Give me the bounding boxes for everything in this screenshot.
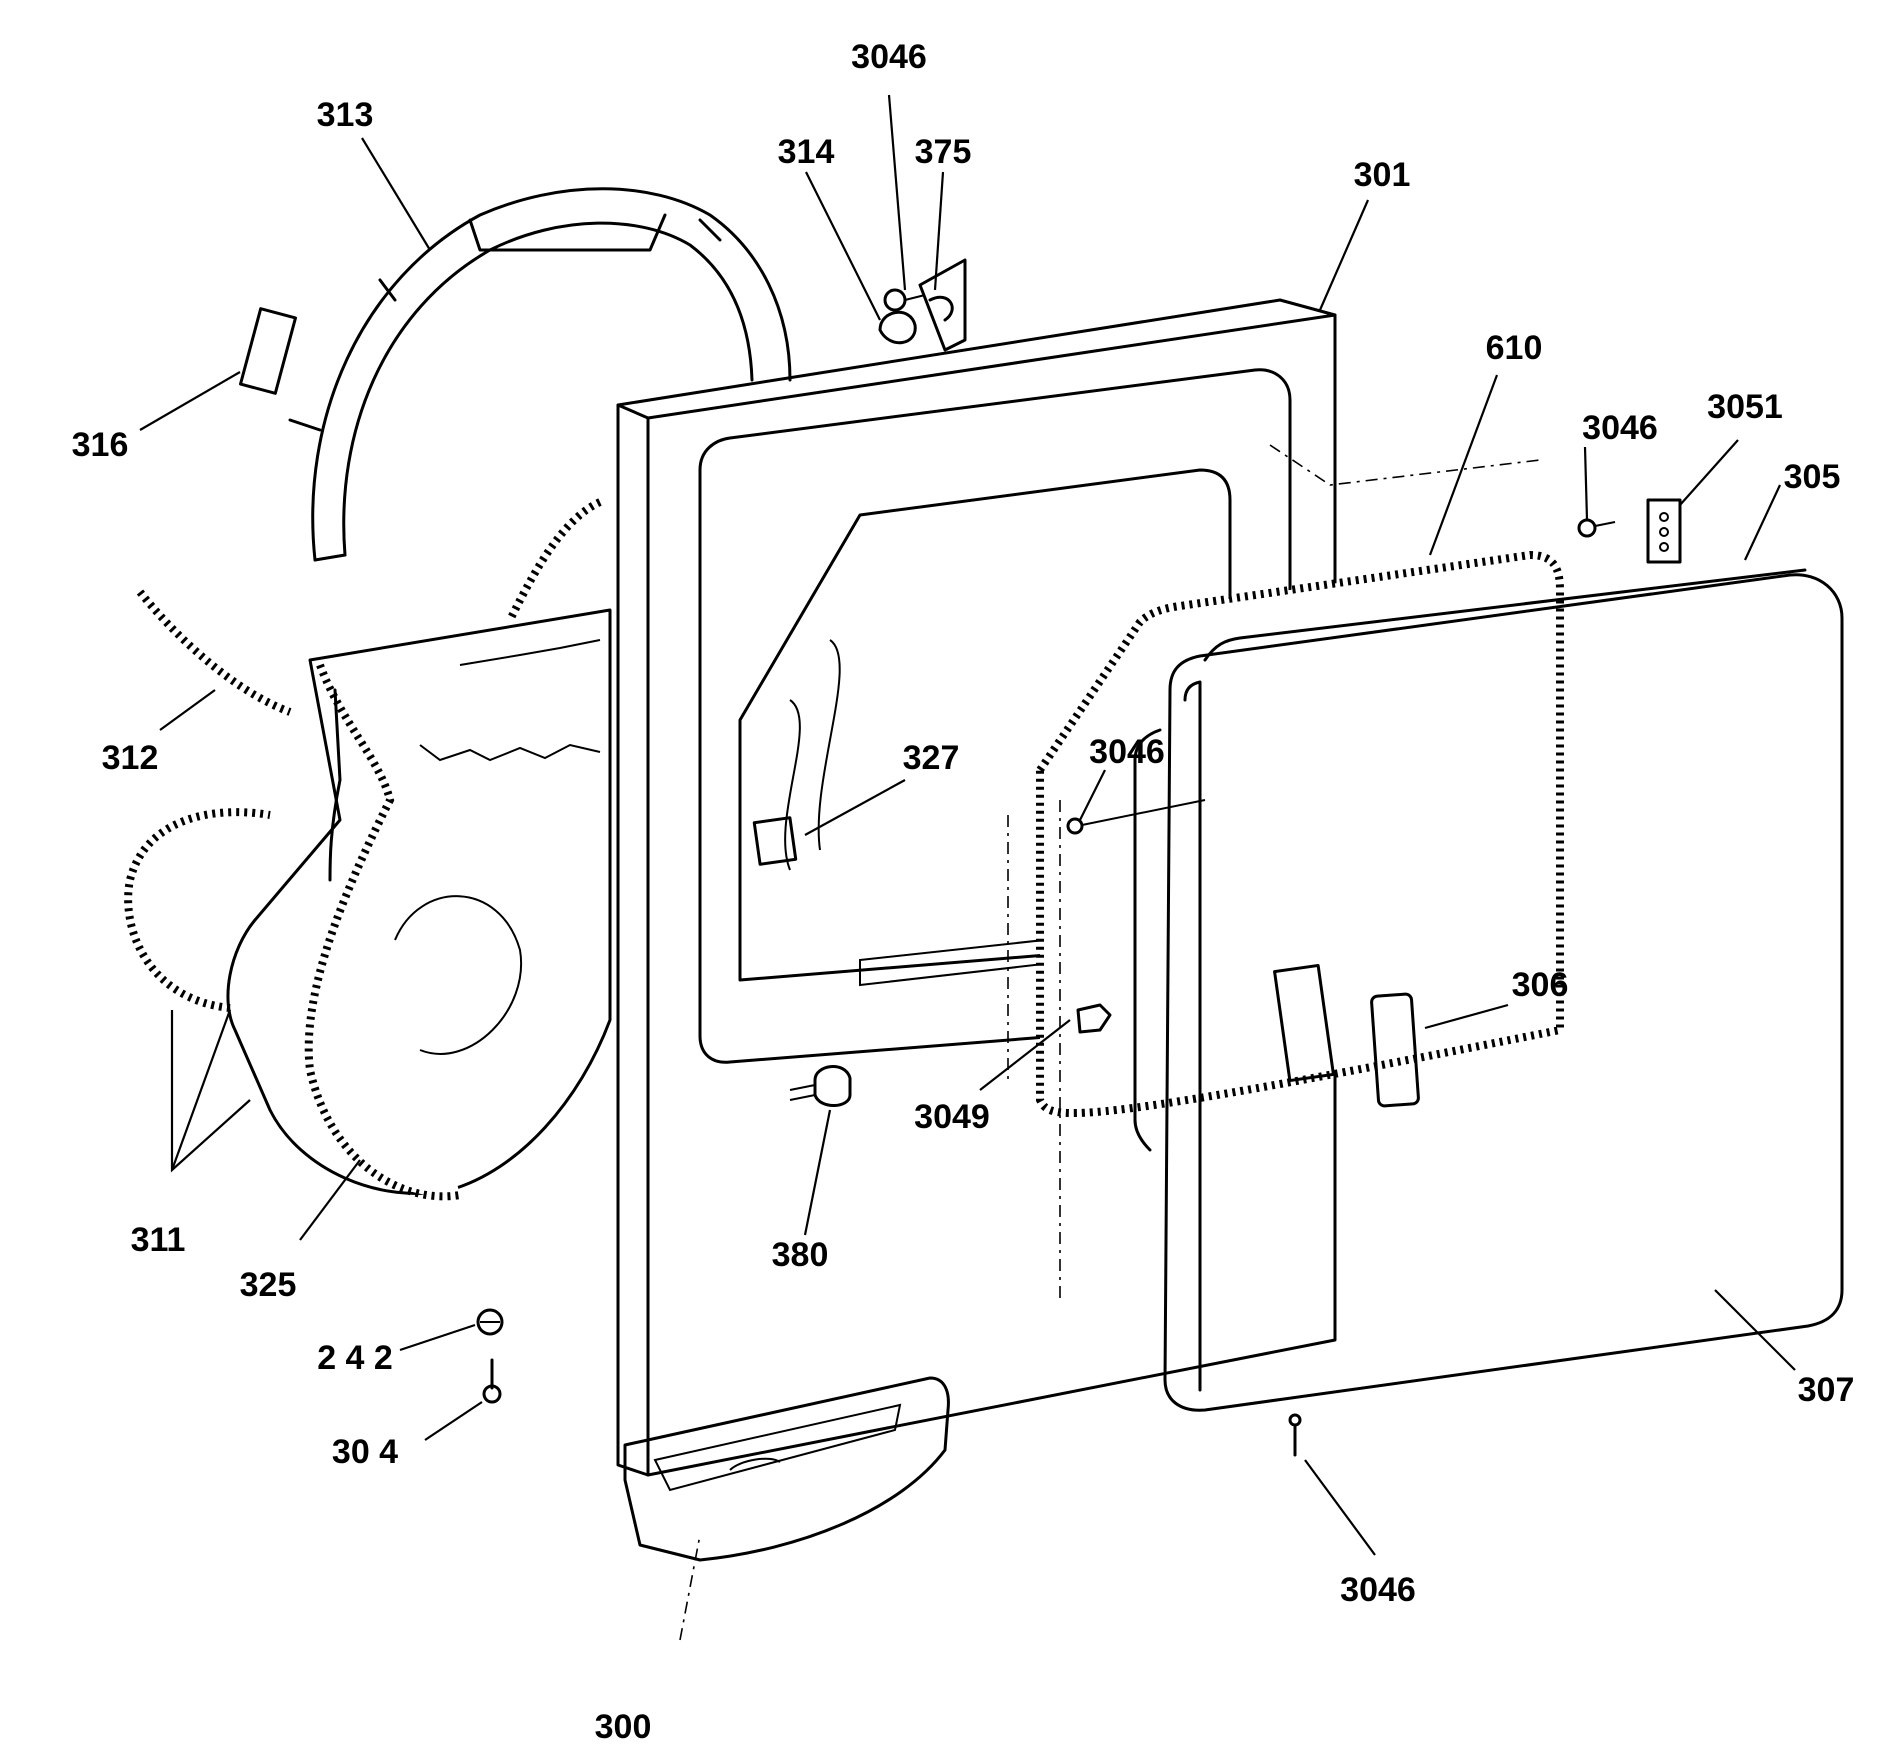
callout-312: 312 xyxy=(101,739,159,777)
part-300-control-panel xyxy=(623,1376,950,1562)
leader-lines xyxy=(139,94,1796,1556)
part-316-pad xyxy=(239,307,297,395)
callout-3049: 3049 xyxy=(914,1098,990,1136)
part-312-seal-b xyxy=(506,498,602,622)
callout-301: 301 xyxy=(1353,156,1411,194)
callout-3046-mid: 3046 xyxy=(1089,733,1165,771)
part-306-door-handle xyxy=(1370,992,1420,1108)
part-313-bearing-ring xyxy=(288,187,792,562)
part-305-307-door xyxy=(1133,568,1844,1412)
part-312-seal xyxy=(136,589,292,716)
callout-3051: 3051 xyxy=(1707,388,1783,426)
assembly-line-panel xyxy=(679,1534,701,1641)
part-3046-screw-right xyxy=(1577,518,1616,538)
part-242-nut xyxy=(476,1308,504,1336)
assembly-line-gasket xyxy=(1007,800,1061,1300)
part-314-375-bracket xyxy=(878,258,967,352)
callout-375: 375 xyxy=(914,133,972,171)
callout-3046-right: 3046 xyxy=(1582,409,1658,447)
callout-304: 30 4 xyxy=(331,1433,399,1471)
callout-3046-bottom: 3046 xyxy=(1340,1571,1416,1609)
part-3051-hinge xyxy=(1646,498,1682,564)
part-3049-door-strike xyxy=(1076,1003,1112,1034)
part-380-switch xyxy=(789,1064,852,1107)
callout-610: 610 xyxy=(1485,329,1543,367)
assembly-line-hinge xyxy=(1269,444,1541,486)
callout-314: 314 xyxy=(777,133,835,171)
part-325-front-bulkhead xyxy=(226,608,612,1201)
callout-3046-top: 3046 xyxy=(851,38,927,76)
callout-307: 307 xyxy=(1797,1371,1855,1409)
part-327-door-switch xyxy=(752,816,798,866)
part-304-screw xyxy=(482,1358,502,1404)
part-610-door-gasket xyxy=(1036,550,1564,1118)
callout-313: 313 xyxy=(316,96,374,134)
callout-327: 327 xyxy=(902,739,960,777)
callout-311: 311 xyxy=(130,1221,186,1259)
part-3046-screw-mid xyxy=(1066,799,1206,835)
callout-305: 305 xyxy=(1783,458,1841,496)
callout-325: 325 xyxy=(239,1266,297,1304)
part-311-felt-ring xyxy=(124,808,271,1012)
callout-316: 316 xyxy=(71,426,129,464)
callout-306: 306 xyxy=(1511,966,1569,1004)
part-3046-screw-top xyxy=(883,288,926,312)
callout-300: 300 xyxy=(594,1708,652,1746)
callout-242: 2 4 2 xyxy=(317,1339,393,1377)
callout-380: 380 xyxy=(771,1236,829,1274)
part-3046-screw-bottom xyxy=(1288,1413,1302,1457)
